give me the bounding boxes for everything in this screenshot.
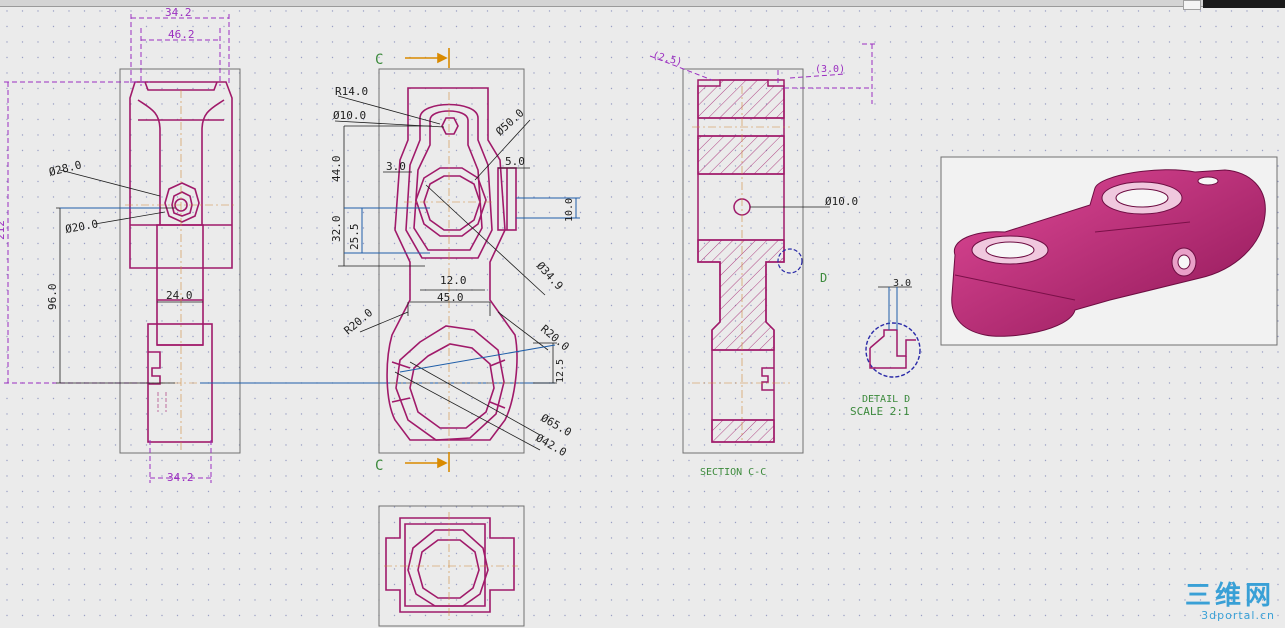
front-view[interactable]: 34.2 46.2 34.2 212 Ø28.0 Ø20.0 96.0 24.0 (0, 6, 555, 484)
detail-marker-label: D (820, 271, 827, 285)
watermark-title: 三维网 (1184, 581, 1275, 611)
section-label-top: C (375, 52, 383, 68)
watermark: 三维网 3dportal.cn (1185, 583, 1275, 622)
section-dim-d10: Ø10.0 (825, 195, 858, 208)
section-view[interactable]: Ø10.0 D SECTION C-C (2.5) (3.0) (649, 43, 876, 478)
side-view-frame (378, 68, 525, 454)
side-dim-h12-5: 12.5 (555, 359, 566, 383)
side-oct-boss (415, 167, 487, 237)
front-top-width-a: 34.2 (165, 6, 192, 19)
front-view-frame (119, 68, 241, 454)
side-dim-r14: R14.0 (335, 85, 368, 98)
side-lower-ring (395, 325, 505, 441)
section-caption: SECTION C-C (700, 467, 766, 478)
front-top-width-b: 46.2 (168, 28, 195, 41)
render-body (951, 169, 1266, 337)
isometric-render[interactable] (940, 156, 1278, 346)
bottom-view[interactable] (378, 505, 525, 627)
front-left-height: 212 (0, 220, 7, 240)
watermark-url: 3dportal.cn (1201, 609, 1275, 622)
detail-scale: SCALE 2:1 (850, 405, 910, 418)
detail-dim-w3: 3.0 (893, 278, 911, 289)
section-ref-b: (3.0) (815, 64, 845, 75)
bottom-view-frame (378, 505, 525, 627)
front-top-body (129, 81, 233, 269)
side-dim-d10: Ø10.0 (333, 109, 366, 122)
detail-circle-marker[interactable] (777, 248, 803, 274)
side-dim-h44: 44.0 (330, 156, 343, 183)
front-hex-boss (164, 182, 200, 223)
side-dim-w3: 3.0 (386, 160, 406, 173)
section-view-frame (682, 68, 804, 454)
section-label-bottom: C (375, 458, 383, 474)
top-toolbar-strip (0, 0, 1285, 7)
front-dim-w24: 24.0 (166, 289, 193, 302)
side-dim-h10: 10.0 (564, 198, 575, 222)
detail-circle (865, 322, 921, 378)
side-outer-profile (386, 87, 518, 441)
side-dim-h25-5: 25.5 (348, 224, 361, 251)
window-corner-panel (1203, 0, 1285, 8)
detail-view[interactable]: 3.0 DETAIL D SCALE 2:1 (850, 278, 921, 418)
side-small-hex (441, 117, 459, 135)
side-dim-w45: 45.0 (437, 291, 464, 304)
side-dim-h32: 32.0 (330, 216, 343, 243)
front-dim-d20: Ø20.0 (64, 217, 99, 236)
front-bottom-width: 34.2 (167, 471, 194, 484)
front-dim-h96: 96.0 (46, 284, 59, 311)
detail-caption: DETAIL D (862, 394, 910, 405)
side-dim-w5: 5.0 (505, 155, 525, 168)
side-dim-w12: 12.0 (440, 274, 467, 287)
